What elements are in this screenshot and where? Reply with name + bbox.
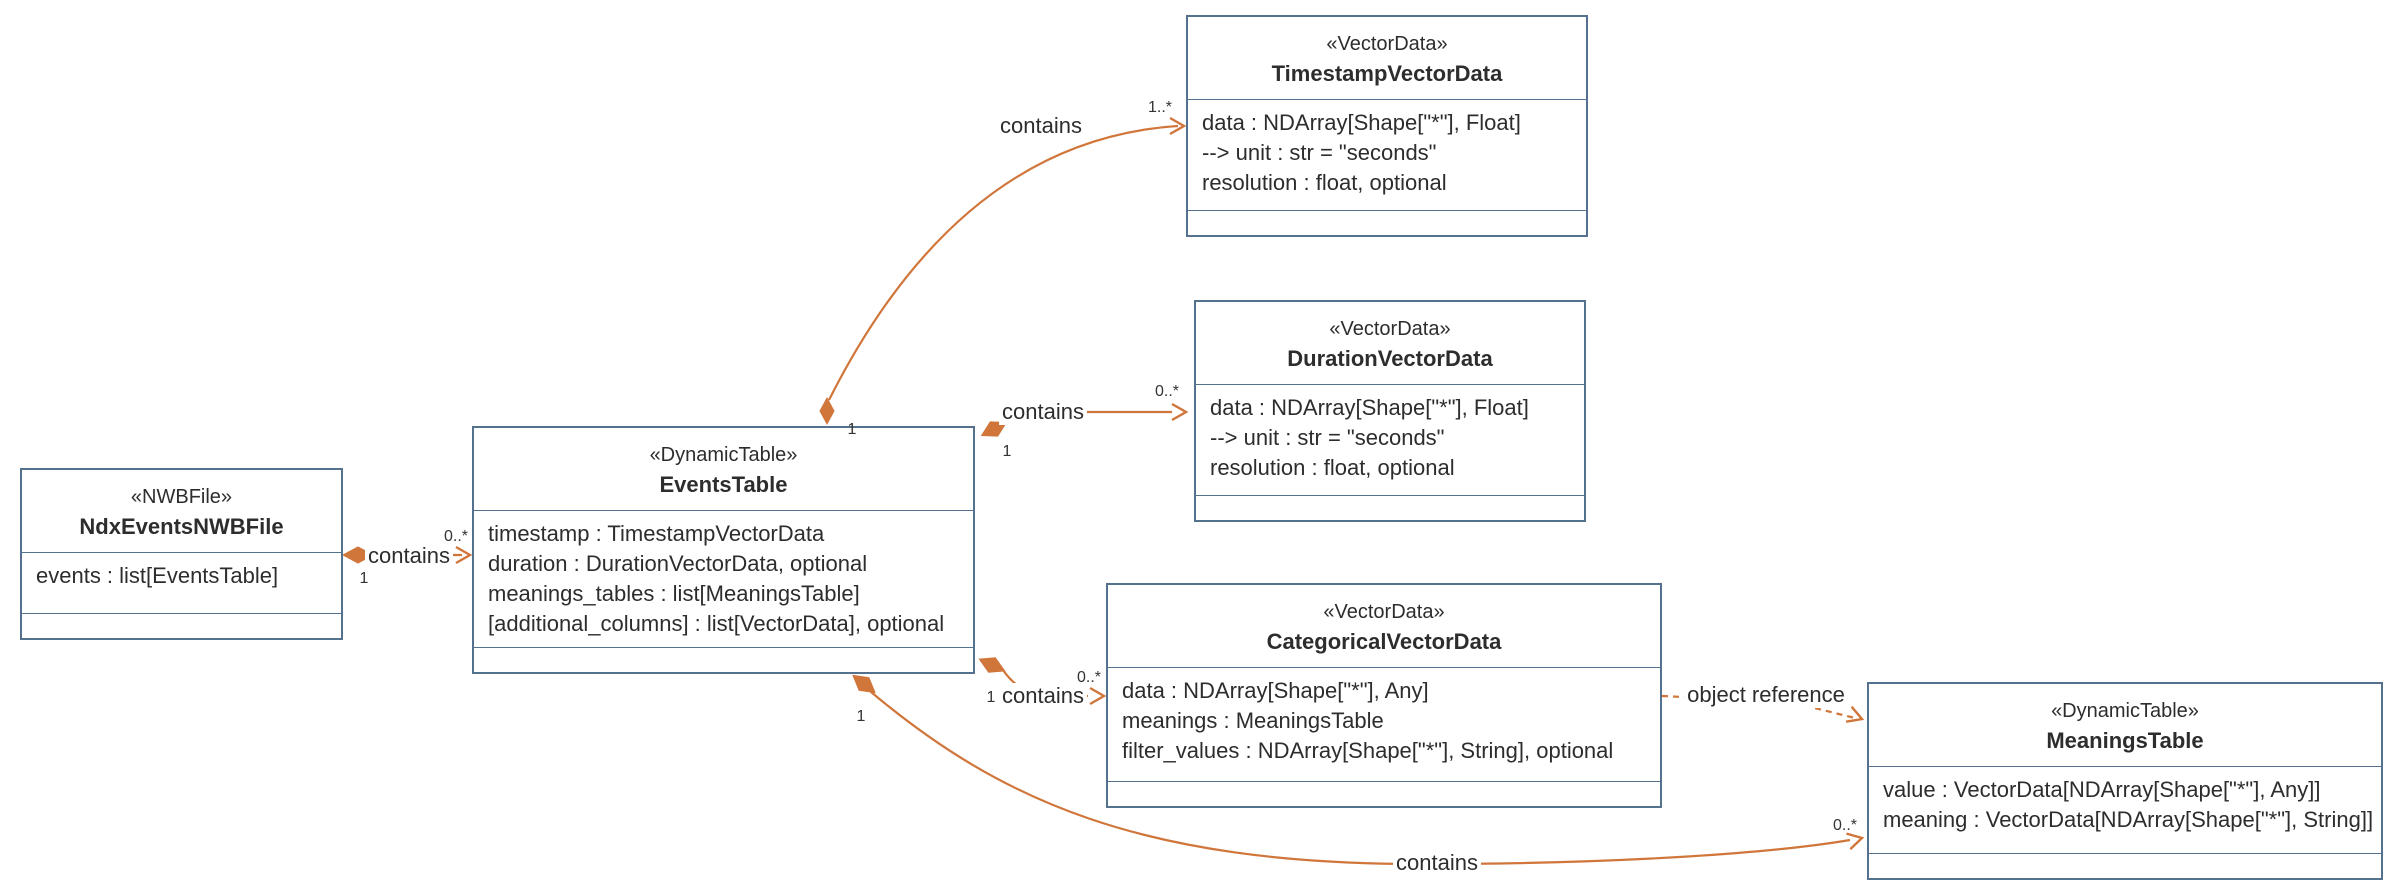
class-footer xyxy=(1196,495,1584,520)
class-name: TimestampVectorData xyxy=(1271,61,1503,86)
relation-categorical-references-meanings xyxy=(1661,694,1865,723)
class-ndx-events-nwb-file: «NWBFile» NdxEventsNWBFile events : list… xyxy=(20,468,343,640)
attribute-line: meaning : VectorData[NDArray[Shape["*"],… xyxy=(1883,807,2374,832)
arrow-icon xyxy=(1845,705,1865,723)
attribute-line: --> unit : str = "seconds" xyxy=(1210,425,1445,450)
target-multiplicity: 1..* xyxy=(1147,99,1173,116)
target-multiplicity: 0..* xyxy=(443,528,469,545)
class-duration-vector-data: «VectorData» DurationVectorData data : N… xyxy=(1194,300,1586,522)
class-name: EventsTable xyxy=(659,472,788,497)
attribute-line: events : list[EventsTable] xyxy=(36,563,279,588)
source-multiplicity: 1 xyxy=(1002,443,1012,460)
class-header: «VectorData» TimestampVectorData xyxy=(1188,17,1586,99)
attribute-line: resolution : float, optional xyxy=(1210,455,1455,480)
relation-label-contains: contains xyxy=(1393,850,1481,876)
relation-label-object-reference: object reference xyxy=(1684,682,1848,708)
attribute-line: timestamp : TimestampVectorData xyxy=(488,521,825,546)
class-header: «VectorData» CategoricalVectorData xyxy=(1108,585,1660,667)
class-header: «NWBFile» NdxEventsNWBFile xyxy=(22,470,341,552)
class-footer xyxy=(474,647,973,672)
attribute-line: value : VectorData[NDArray[Shape["*"], A… xyxy=(1883,777,2321,802)
class-timestamp-vector-data: «VectorData» TimestampVectorData data : … xyxy=(1186,15,1588,237)
source-multiplicity: 1 xyxy=(847,421,857,438)
class-attributes: events : list[EventsTable] xyxy=(22,552,341,613)
class-footer xyxy=(1108,781,1660,806)
arrow-icon xyxy=(1089,686,1107,706)
class-attributes: data : NDArray[Shape["*"], Float] --> un… xyxy=(1188,99,1586,210)
target-multiplicity: 0..* xyxy=(1832,817,1858,834)
attribute-line: data : NDArray[Shape["*"], Float] xyxy=(1202,110,1521,135)
relation-events-contains-timestamp xyxy=(819,116,1187,426)
arrow-icon xyxy=(1169,116,1187,136)
class-stereotype: «NWBFile» xyxy=(130,486,233,508)
class-events-table: «DynamicTable» EventsTable timestamp : T… xyxy=(472,426,975,674)
source-multiplicity: 1 xyxy=(986,689,996,706)
relation-label-contains: contains xyxy=(1000,113,1082,138)
class-footer xyxy=(1869,853,2381,878)
attribute-line: --> unit : str = "seconds" xyxy=(1202,140,1437,165)
class-attributes: value : VectorData[NDArray[Shape["*"], A… xyxy=(1869,766,2381,853)
class-header: «VectorData» DurationVectorData xyxy=(1196,302,1584,384)
class-categorical-vector-data: «VectorData» CategoricalVectorData data … xyxy=(1106,583,1662,808)
class-header: «DynamicTable» EventsTable xyxy=(474,428,973,510)
class-attributes: data : NDArray[Shape["*"], Any] meanings… xyxy=(1108,667,1660,781)
class-name: DurationVectorData xyxy=(1287,346,1493,371)
relation-label-contains: contains xyxy=(365,543,453,569)
class-attributes: data : NDArray[Shape["*"], Float] --> un… xyxy=(1196,384,1584,495)
class-name: NdxEventsNWBFile xyxy=(79,514,284,539)
class-stereotype: «DynamicTable» xyxy=(649,444,798,466)
attribute-line: resolution : float, optional xyxy=(1202,170,1447,195)
class-stereotype: «VectorData» xyxy=(1326,33,1448,55)
arrow-icon xyxy=(455,545,473,565)
composition-diamond xyxy=(852,674,876,694)
composition-diamond xyxy=(978,657,1006,673)
arrow-icon xyxy=(1171,402,1189,422)
class-footer xyxy=(22,613,341,638)
arrow-icon xyxy=(1846,832,1865,851)
class-stereotype: «VectorData» xyxy=(1329,318,1451,340)
attribute-line: data : NDArray[Shape["*"], Any] xyxy=(1122,678,1429,703)
source-multiplicity: 1 xyxy=(856,708,866,725)
class-stereotype: «DynamicTable» xyxy=(2051,700,2199,722)
target-multiplicity: 0..* xyxy=(1154,383,1180,400)
source-multiplicity: 1 xyxy=(359,570,369,587)
composition-diamond xyxy=(819,396,835,426)
class-name: MeaningsTable xyxy=(2046,728,2204,753)
attribute-line: filter_values : NDArray[Shape["*"], Stri… xyxy=(1122,738,1614,763)
target-multiplicity: 0..* xyxy=(1076,669,1102,686)
attribute-line: duration : DurationVectorData, optional xyxy=(488,551,868,576)
class-footer xyxy=(1188,210,1586,235)
class-meanings-table: «DynamicTable» MeaningsTable value : Vec… xyxy=(1867,682,2383,880)
attribute-line: meanings : MeaningsTable xyxy=(1122,708,1384,733)
class-header: «DynamicTable» MeaningsTable xyxy=(1869,684,2381,766)
relation-label-contains: contains xyxy=(999,399,1087,425)
relation-events-contains-meanings xyxy=(852,674,1865,866)
class-name: CategoricalVectorData xyxy=(1266,629,1502,654)
attribute-line: [additional_columns] : list[VectorData],… xyxy=(488,611,945,636)
class-stereotype: «VectorData» xyxy=(1323,601,1445,623)
class-attributes: timestamp : TimestampVectorData duration… xyxy=(474,510,973,647)
attribute-line: meanings_tables : list[MeaningsTable] xyxy=(488,581,860,606)
attribute-line: data : NDArray[Shape["*"], Float] xyxy=(1210,395,1529,420)
relation-label-contains: contains xyxy=(999,683,1087,709)
